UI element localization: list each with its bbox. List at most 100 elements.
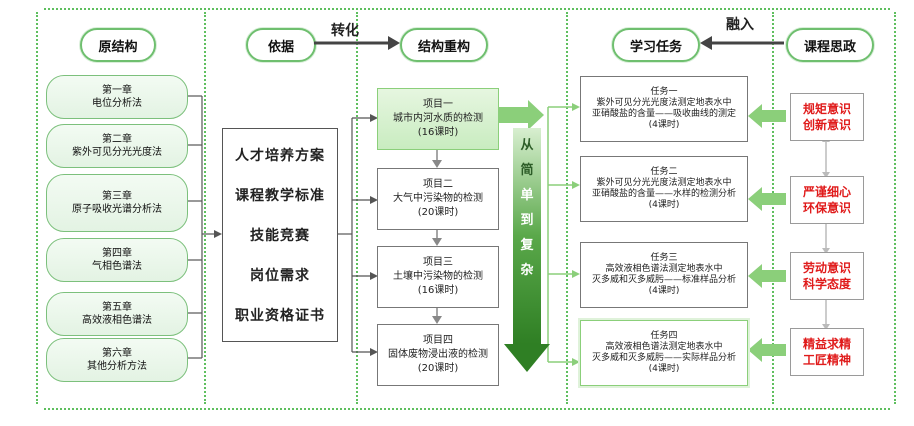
- ideology-line: 规矩意识: [802, 102, 851, 116]
- basis-bracket: [338, 117, 372, 353]
- project-hours: (20课时): [417, 207, 459, 218]
- header-restructure: 结构重构: [400, 28, 488, 62]
- project-1: 项目一 城市内河水质的检测 (16课时): [377, 88, 499, 150]
- project-hours: (20课时): [417, 363, 459, 374]
- basis-arrowhead-3: [370, 272, 378, 280]
- chapter-2: 第二章 紫外可见分光光度法: [46, 124, 188, 168]
- project-name: 大气中污染物的检测: [393, 193, 483, 204]
- chapter-title: 第四章: [102, 248, 132, 259]
- down-arrow-2: [432, 238, 442, 246]
- task-arrowhead-2: [572, 181, 580, 189]
- task-line1: 高效液相色谱法测定地表水中: [605, 264, 723, 274]
- bracket-arrowhead: [214, 230, 222, 238]
- project-4: 项目四 固体废物浸出液的检测 (20课时): [377, 324, 499, 386]
- task-title: 任务二: [650, 167, 678, 177]
- progression-char: 到: [520, 213, 534, 228]
- task-arrowhead-3: [572, 270, 580, 278]
- conn-down-3: [822, 324, 830, 330]
- basis-item: 职业资格证书: [235, 308, 325, 324]
- project-title: 项目一: [423, 99, 453, 110]
- progression-char: 单: [520, 188, 534, 203]
- task-title: 任务三: [650, 253, 678, 263]
- chapter-5: 第五章 高效液相色谱法: [46, 292, 188, 336]
- ideology-line: 创新意识: [802, 118, 851, 132]
- chapter-1: 第一章 电位分析法: [46, 75, 188, 119]
- conn-down-2: [822, 248, 830, 254]
- integrate-arrow: [700, 36, 784, 50]
- chapter-name: 紫外可见分光光度法: [72, 147, 162, 158]
- chapter-name: 原子吸收光谱分析法: [72, 204, 162, 215]
- ideology-line: 劳动意识: [802, 261, 851, 275]
- ideology-2: 严谨细心 环保意识: [790, 176, 864, 224]
- separator-left: [36, 12, 38, 404]
- ideology-line: 环保意识: [802, 201, 851, 215]
- task-hours: (4课时): [648, 286, 680, 296]
- top-border: [44, 8, 890, 10]
- integrate-label: 融入: [726, 17, 754, 33]
- task-3: 任务三 高效液相色谱法测定地表水中 灭多威和灭多威肟——标准样品分析 (4课时): [580, 242, 748, 308]
- chapter-title: 第六章: [102, 348, 132, 359]
- project-name: 土壤中污染物的检测: [393, 271, 483, 282]
- basis-arrowhead-2: [370, 196, 378, 204]
- ideology-line: 精益求精: [802, 337, 851, 351]
- task-line1: 紫外可见分光光度法测定地表水中: [596, 98, 732, 108]
- chapter-6: 第六章 其他分析方法: [46, 338, 188, 382]
- ideology-1: 规矩意识 创新意识: [790, 93, 864, 141]
- transform-label: 转化: [331, 23, 359, 39]
- ideology-line: 科学态度: [802, 277, 851, 291]
- chapter-title: 第三章: [102, 191, 132, 202]
- separator-1: [204, 12, 206, 404]
- chapter-name: 电位分析法: [92, 98, 142, 109]
- project-2: 项目二 大气中污染物的检测 (20课时): [377, 168, 499, 230]
- task-hours: (4课时): [648, 200, 680, 210]
- task-title: 任务四: [650, 331, 678, 341]
- project-name: 城市内河水质的检测: [393, 113, 483, 124]
- project-title: 项目四: [423, 335, 453, 346]
- down-arrow-3: [432, 316, 442, 324]
- separator-2: [356, 12, 358, 404]
- project1-arrow: [498, 100, 544, 130]
- project-title: 项目二: [423, 179, 453, 190]
- separator-4: [772, 12, 774, 404]
- bottom-border: [44, 408, 890, 410]
- basis-item: 人才培养方案: [235, 148, 325, 164]
- progression-char: 杂: [520, 263, 534, 278]
- task-line2: 灭多威和灭多威肟——实际样品分析: [591, 353, 736, 363]
- basis-arrowhead-4: [370, 348, 378, 356]
- chapters-bracket: [186, 95, 216, 359]
- progression-arrow: [504, 128, 550, 372]
- chapter-3: 第三章 原子吸收光谱分析法: [46, 174, 188, 232]
- task-4: 任务四 高效液相色谱法测定地表水中 灭多威和灭多威肟——实际样品分析 (4课时): [580, 320, 748, 386]
- ideology-arrows: [748, 104, 786, 362]
- task-1: 任务一 紫外可见分光光度法测定地表水中 亚硝酸盐的含量——吸收曲线的测定 (4课…: [580, 76, 748, 142]
- project-3: 项目三 土壤中污染物的检测 (16课时): [377, 246, 499, 308]
- task-line2: 灭多威和灭多威肟——标准样品分析: [591, 275, 736, 285]
- basis-item: 课程教学标准: [235, 188, 325, 204]
- separator-3: [566, 12, 568, 404]
- ideology-line: 工匠精神: [802, 353, 851, 367]
- chapter-name: 其他分析方法: [87, 361, 147, 372]
- task-2: 任务二 紫外可见分光光度法测定地表水中 亚硝酸盐的含量——水样的检测分析 (4课…: [580, 156, 748, 222]
- basis-item: 技能竞赛: [250, 228, 310, 244]
- progression-char: 复: [520, 238, 534, 253]
- basis-item: 岗位需求: [250, 268, 310, 284]
- header-ideology: 课程思政: [786, 28, 874, 62]
- chapter-name: 气相色谱法: [92, 261, 142, 272]
- task-line1: 紫外可见分光光度法测定地表水中: [596, 178, 732, 188]
- ideology-4: 精益求精 工匠精神: [790, 328, 864, 376]
- header-basis: 依据: [246, 28, 316, 62]
- task-hours: (4课时): [648, 364, 680, 374]
- ideology-3: 劳动意识 科学态度: [790, 252, 864, 300]
- basis-arrowhead-1: [370, 114, 378, 122]
- chapter-title: 第一章: [102, 85, 132, 96]
- project-hours: (16课时): [417, 127, 459, 138]
- down-arrow-1: [432, 160, 442, 168]
- task-arrowhead-4: [572, 358, 580, 366]
- task-line2: 亚硝酸盐的含量——水样的检测分析: [591, 189, 736, 199]
- chapter-name: 高效液相色谱法: [82, 315, 152, 326]
- separator-right: [894, 12, 896, 404]
- header-tasks: 学习任务: [612, 28, 700, 62]
- chapter-title: 第二章: [102, 134, 132, 145]
- project-hours: (16课时): [417, 285, 459, 296]
